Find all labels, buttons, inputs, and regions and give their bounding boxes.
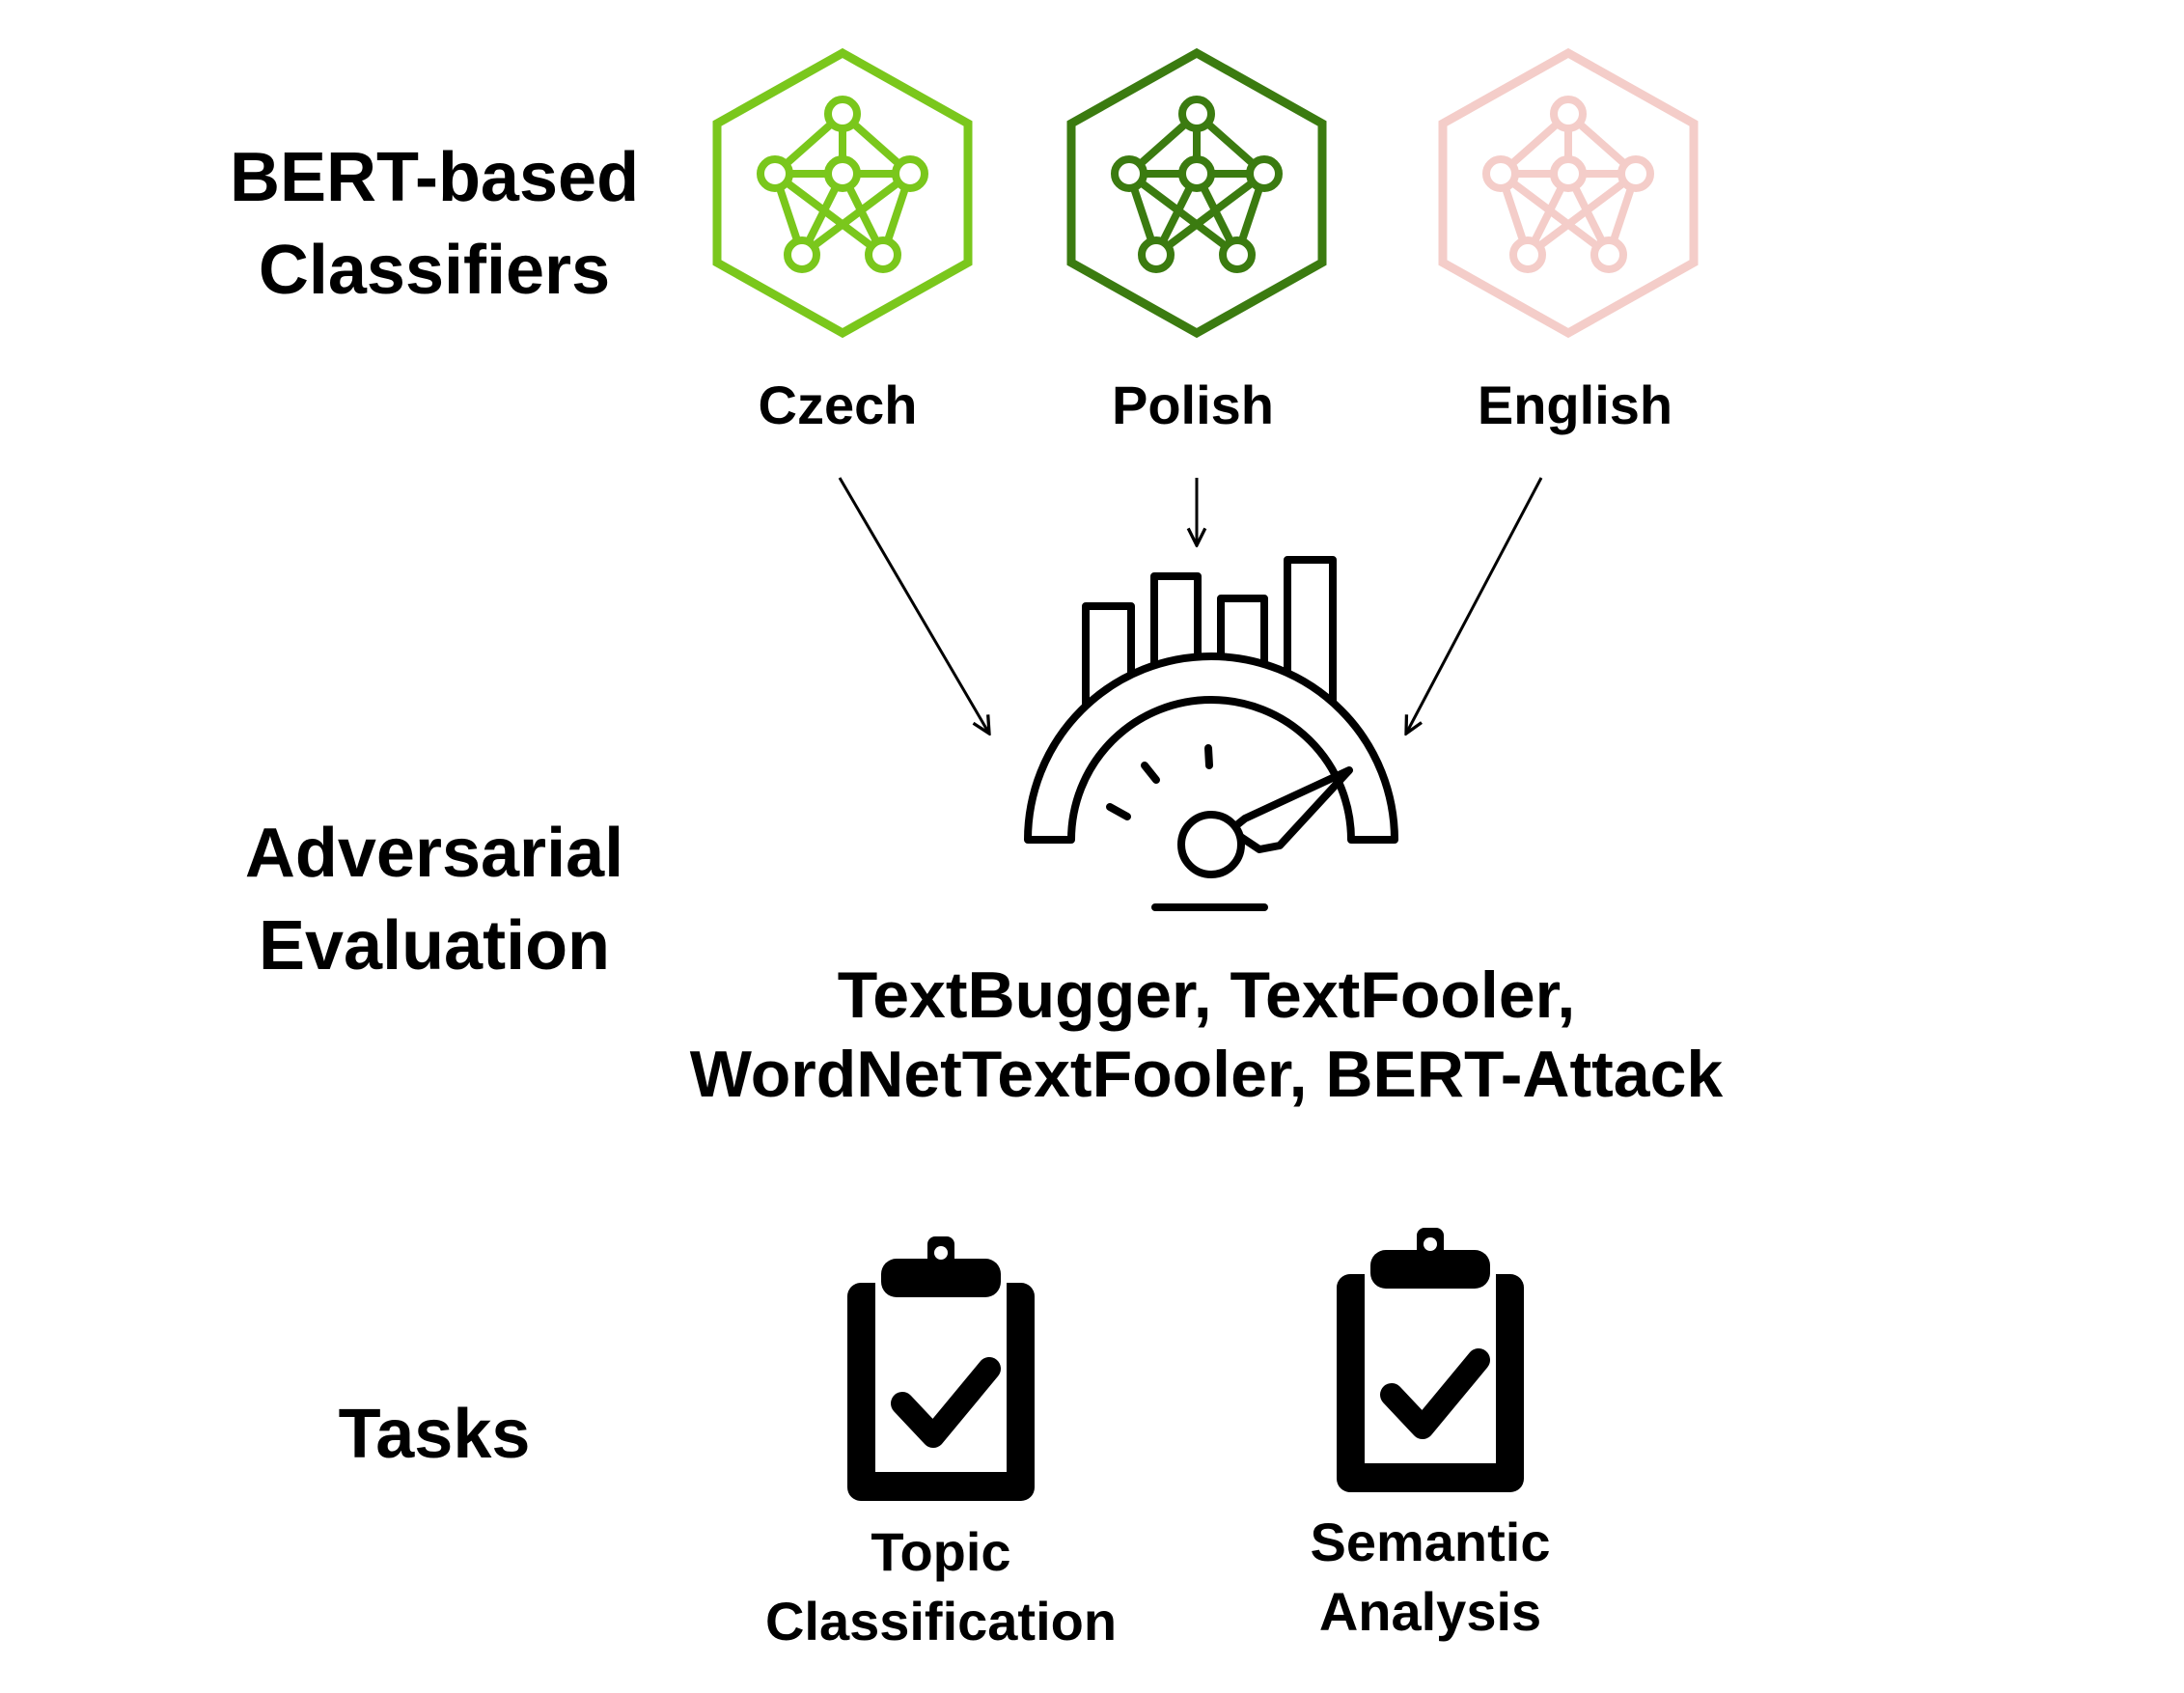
performance-gauge-icon — [1024, 556, 1398, 911]
clipboard-check-icon-topic — [847, 1236, 1035, 1501]
classifier-label-czech: Czech — [758, 375, 918, 435]
attack-methods-line: WordNetTextFooler, BERT-Attack — [689, 1038, 1724, 1111]
task-label-line: Topic — [871, 1521, 1011, 1582]
clipboard-check-icon-semantic — [1337, 1228, 1524, 1492]
section-label-line: BERT-based — [229, 139, 640, 216]
arrow-english-to-evaluation — [1406, 477, 1543, 734]
classifier-icon-czech — [717, 53, 968, 333]
section-label-evaluation: Adversarial Evaluation — [164, 807, 705, 992]
classifier-icon-polish — [1071, 53, 1322, 333]
section-label-line: Evaluation — [258, 907, 611, 985]
task-label-topic: Topic Classification — [671, 1517, 1211, 1656]
attack-methods: TextBugger, TextFooler, WordNetTextFoole… — [579, 956, 1834, 1114]
task-label-semantic: Semantic Analysis — [1160, 1508, 1700, 1647]
section-label-line: Classifiers — [258, 232, 611, 309]
arrow-czech-to-evaluation — [838, 477, 989, 734]
classifier-label-english: English — [1477, 375, 1673, 435]
task-label-line: Semantic — [1310, 1512, 1551, 1572]
section-label-tasks: Tasks — [338, 1396, 531, 1473]
classifier-label-polish: Polish — [1111, 375, 1275, 435]
attack-methods-line: TextBugger, TextFooler, — [837, 958, 1576, 1032]
classifier-icon-english — [1443, 53, 1694, 333]
task-label-line: Classification — [764, 1591, 1118, 1651]
section-label-line: Adversarial — [244, 815, 624, 892]
section-label-classifiers: BERT-based Classifiers — [164, 131, 705, 317]
task-label-line: Analysis — [1318, 1581, 1542, 1642]
